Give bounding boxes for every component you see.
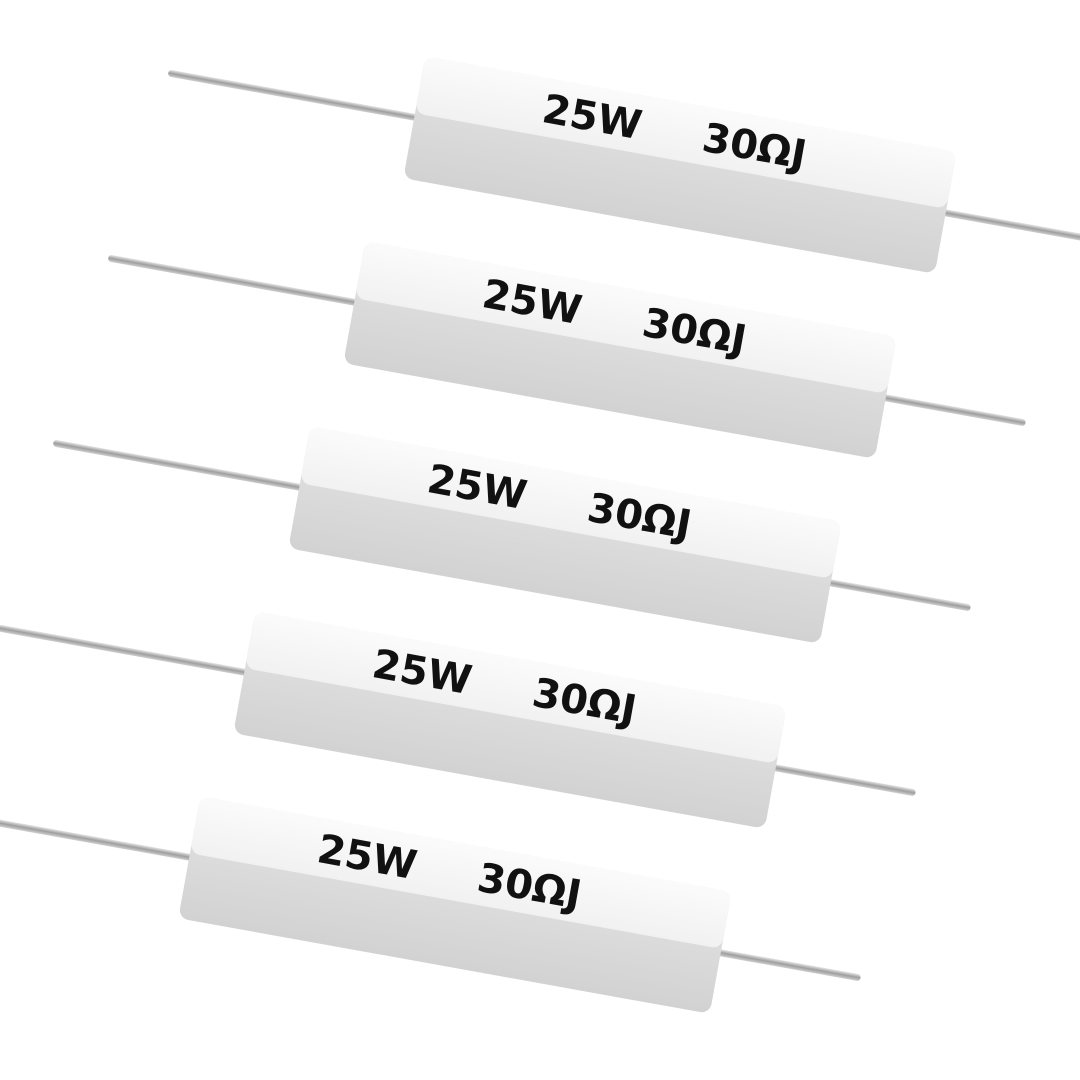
ceramic-body-top — [246, 612, 786, 763]
lead-wire-right — [877, 393, 1026, 426]
lead-wire-right — [712, 948, 861, 981]
resistor-1: 25W 30ΩJ — [168, 57, 1080, 273]
lead-wire-left — [108, 255, 365, 307]
resistor-2: 25W 30ΩJ — [108, 242, 1026, 458]
lead-wire-left — [0, 625, 255, 677]
lead-wire-left — [0, 810, 200, 862]
resistor-5: 25W 30ΩJ — [0, 797, 861, 1013]
lead-wire-left — [168, 70, 425, 122]
ceramic-body-top — [191, 797, 731, 948]
ceramic-body-top — [356, 242, 896, 393]
ceramic-body-top — [416, 57, 956, 208]
lead-wire-left — [53, 440, 310, 492]
resistor-4: 25W 30ΩJ — [0, 612, 916, 828]
lead-wire-right — [822, 578, 971, 611]
lead-wire-right — [937, 208, 1080, 241]
ceramic-body-top — [301, 427, 841, 578]
resistor-3: 25W 30ΩJ — [53, 427, 971, 643]
lead-wire-right — [767, 763, 916, 796]
